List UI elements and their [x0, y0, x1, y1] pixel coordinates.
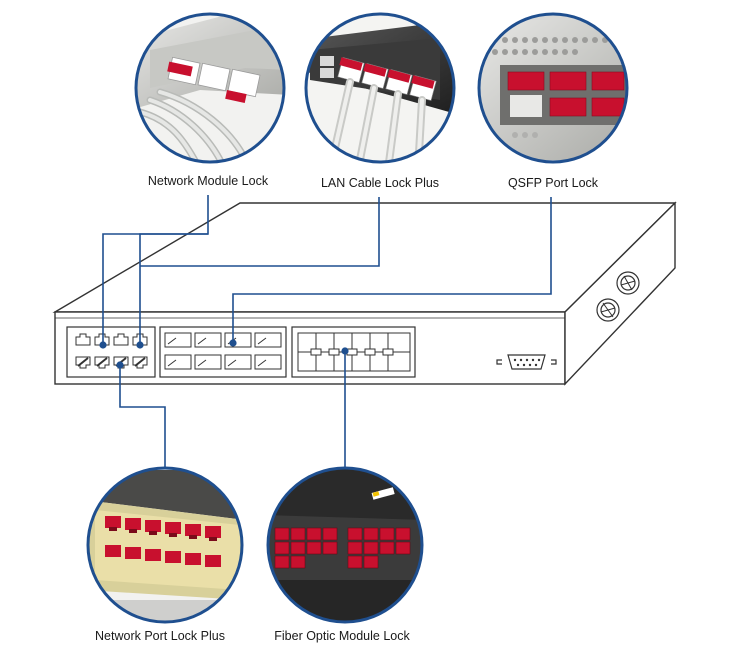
- callout-qsfp-port-lock: QSFP Port Lock: [477, 12, 629, 190]
- callout-label: Network Module Lock: [148, 174, 269, 188]
- leader-endpoint-dots: [99, 339, 349, 369]
- callout-label: QSFP Port Lock: [508, 176, 599, 190]
- leader-network-port-lock-plus: [119, 366, 166, 468]
- rj45-port-icon: [75, 333, 148, 369]
- fiber-port-block: [291, 326, 416, 378]
- leader-lan-cable-lock-plus: [140, 197, 380, 267]
- callout-fiber-optic-module-lock: Fiber Optic Module Lock: [266, 466, 424, 643]
- callout-label: Network Port Lock Plus: [95, 629, 225, 643]
- sfp-port-block: [159, 326, 287, 378]
- callout-label: Fiber Optic Module Lock: [274, 629, 410, 643]
- leader-lines: [102, 195, 552, 468]
- callout-network-port-lock-plus: Network Port Lock Plus: [86, 466, 244, 643]
- fan-vent-icon: [596, 271, 640, 322]
- rj45-port-block: [66, 326, 156, 378]
- callout-lan-cable-lock-plus: LAN Cable Lock Plus: [304, 12, 456, 190]
- leader-qsfp-port-lock: [232, 197, 552, 343]
- leader-network-module-lock-b: [139, 233, 208, 344]
- callout-network-module-lock: Network Module Lock: [134, 12, 286, 188]
- callout-label: LAN Cable Lock Plus: [321, 176, 439, 190]
- console-port-icon: [496, 354, 557, 370]
